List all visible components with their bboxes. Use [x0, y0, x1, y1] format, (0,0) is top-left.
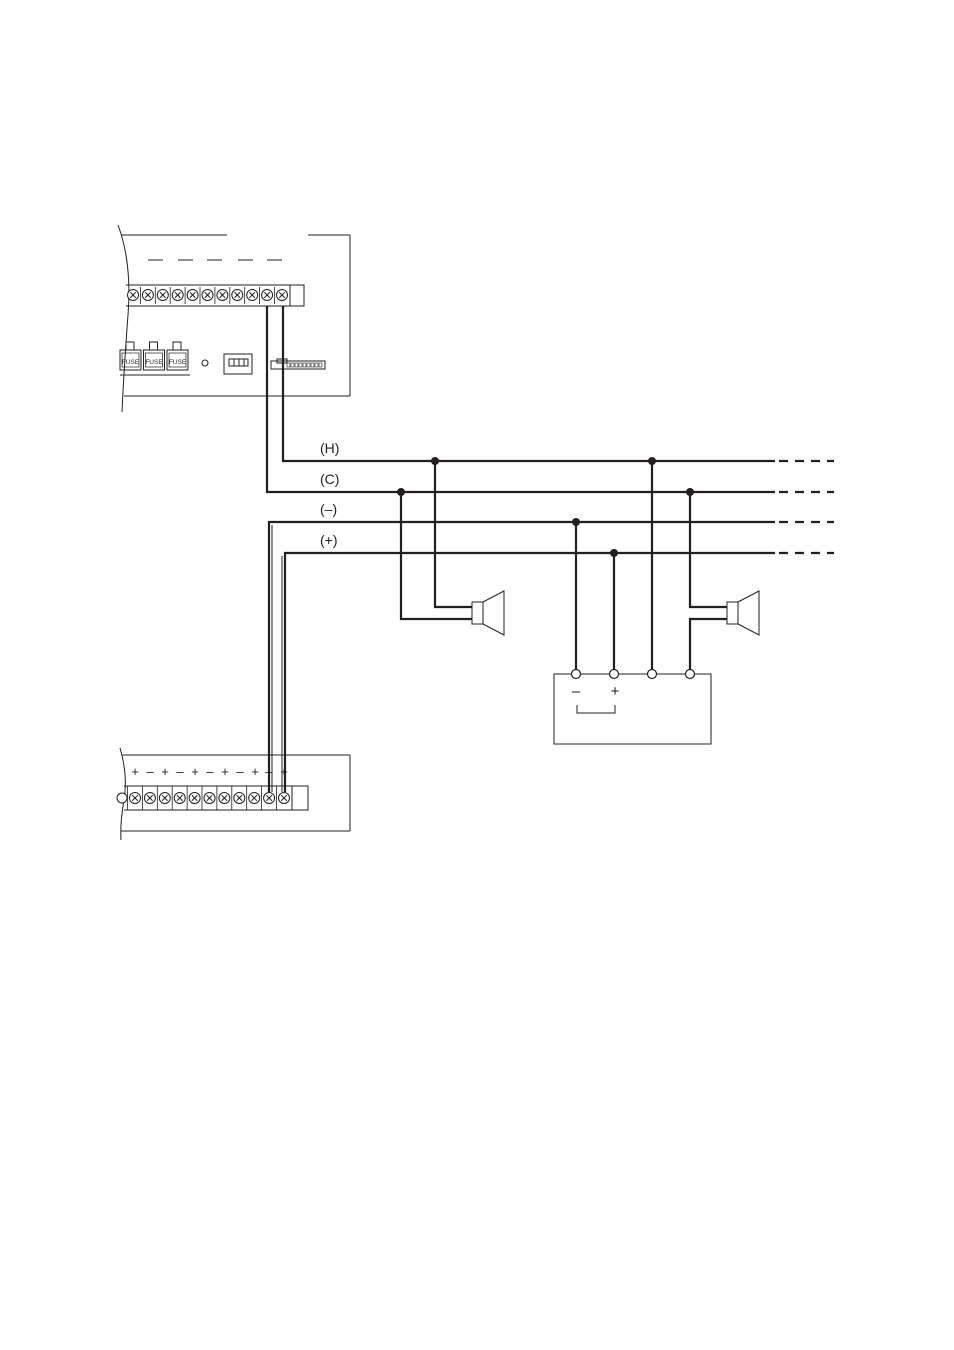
bus-label-minus: (–) — [320, 501, 337, 517]
terminal-screw-icon — [142, 290, 153, 301]
junction-dot — [610, 549, 618, 557]
box-terminal — [572, 670, 581, 679]
terminal-screw-icon — [217, 290, 228, 301]
terminal-screw-icon — [234, 793, 245, 804]
lower-unit: + – + – + – + – + – + — [117, 748, 350, 840]
polarity-label: – — [176, 764, 184, 779]
terminal-screw-icon — [187, 290, 198, 301]
polarity-label: – — [206, 764, 214, 779]
junction-dots — [397, 457, 694, 557]
box-plus-label: + — [611, 683, 620, 700]
fuse-holders: FUSE FUSE FUSE — [120, 342, 188, 370]
connector-icon — [224, 354, 252, 374]
polarity-label: + — [131, 764, 139, 779]
polarity-labels: + – + – + – + – + – + — [131, 764, 288, 779]
bus-label-plus: (+) — [320, 532, 338, 548]
terminal-screw-icon — [249, 793, 260, 804]
terminal-screw-icon — [202, 290, 213, 301]
terminal-screw-icon — [174, 793, 185, 804]
terminal-screw-icon — [204, 793, 215, 804]
fuse-label: FUSE — [169, 359, 187, 366]
polarity-label: – — [236, 764, 244, 779]
terminal-screw-icon — [144, 793, 155, 804]
indicator-icon — [202, 360, 208, 366]
wire-speaker1-c — [401, 492, 472, 619]
polarity-label: + — [251, 764, 259, 779]
lower-terminal-strip — [117, 786, 308, 810]
bus-label-c: (C) — [320, 471, 339, 487]
polarity-label: + — [191, 764, 199, 779]
terminal-screw-icon — [159, 793, 170, 804]
wire-c — [267, 306, 775, 492]
amplifier-break-edge — [118, 225, 129, 412]
wire-plus — [285, 553, 775, 792]
bus-wires: (H) (C) (–) (+) — [267, 306, 834, 792]
terminal-screw-icon — [264, 793, 275, 804]
terminal-screw-icon — [277, 290, 288, 301]
box-terminal — [686, 670, 695, 679]
terminal-screw-icon — [279, 793, 290, 804]
polarity-bracket — [577, 705, 615, 713]
junction-dot — [397, 488, 405, 496]
speaker-right-icon — [727, 591, 759, 635]
junction-dot — [572, 518, 580, 526]
polarity-label: + — [221, 764, 229, 779]
terminal-screw-icon — [128, 290, 139, 301]
terminal-screw-icon — [172, 290, 183, 301]
box-terminal — [610, 670, 619, 679]
terminal-screw-icon — [157, 290, 168, 301]
multi-pin-connector-icon — [271, 359, 325, 369]
wire-speaker2-h — [690, 619, 727, 674]
bus-label-h: (H) — [320, 440, 339, 456]
fuse-label: FUSE — [145, 359, 163, 366]
terminal-screw-icon — [219, 793, 230, 804]
speaker-left-icon — [472, 591, 504, 635]
polarity-label: – — [146, 764, 154, 779]
wire-minus — [269, 522, 775, 792]
wire-h — [283, 306, 775, 461]
wire-speaker2-c — [690, 492, 727, 607]
fuse-icon: FUSE — [144, 342, 165, 370]
terminal-screw-icon — [189, 793, 200, 804]
amplifier-unit: FUSE FUSE FUSE — [118, 225, 350, 412]
polarity-label: + — [161, 764, 169, 779]
terminal-screw-icon — [247, 290, 258, 301]
terminal-screw-icon — [262, 290, 273, 301]
control-box: – + — [554, 670, 711, 745]
terminal-screw-icon — [232, 290, 243, 301]
terminal-screw-icon — [130, 793, 141, 804]
junction-dot — [648, 457, 656, 465]
box-minus-label: – — [572, 683, 581, 700]
fuse-label: FUSE — [122, 359, 140, 366]
fuse-icon: FUSE — [120, 342, 141, 370]
junction-dot — [686, 488, 694, 496]
fuse-icon: FUSE — [167, 342, 188, 370]
junction-dot — [431, 457, 439, 465]
wire-speaker1-h — [435, 461, 472, 607]
box-terminal — [648, 670, 657, 679]
amplifier-terminal-strip — [126, 285, 304, 306]
